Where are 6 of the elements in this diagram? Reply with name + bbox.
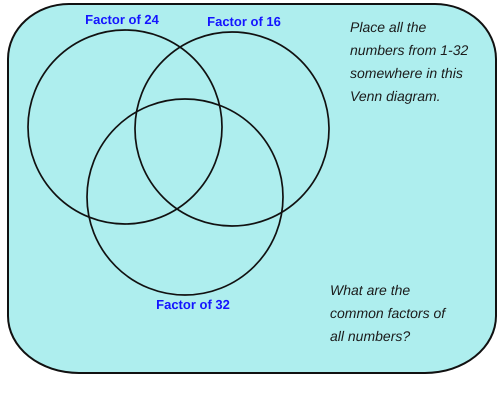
instruction-text: What are the common factors of all numbers?	[330, 281, 448, 346]
set-label: Factor of 32	[156, 297, 230, 312]
set-label: Factor of 24	[85, 12, 159, 27]
rounded-panel	[7, 3, 497, 374]
set-label: Factor of 16	[207, 14, 281, 29]
instruction-text: Place all the numbers from 1-32 somewhere in this Venn diagram.	[350, 18, 470, 106]
